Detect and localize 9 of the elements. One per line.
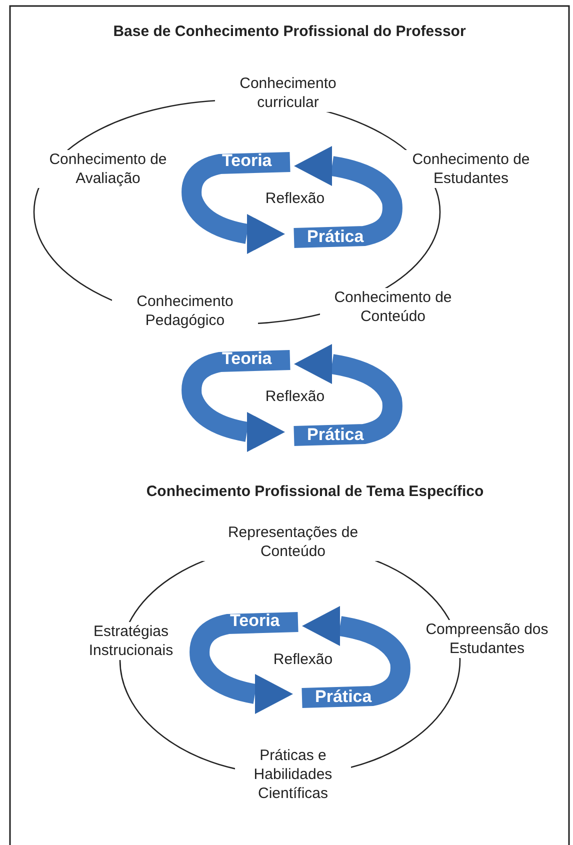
arrow-label: Prática (307, 227, 364, 247)
diagram-title: Base de Conhecimento Profissional do Professor (113, 23, 466, 40)
section-heading: Conhecimento Profissional de Tema Específico (145, 482, 485, 501)
arrow-label: Teoria (230, 611, 280, 631)
arrow-label: Prática (315, 687, 372, 707)
knowledge-label: Conhecimento Pedagógico (112, 292, 258, 330)
arrow-label: Teoria (222, 349, 272, 369)
arrow-label: Prática (307, 425, 364, 445)
arrow-label: Teoria (222, 151, 272, 171)
